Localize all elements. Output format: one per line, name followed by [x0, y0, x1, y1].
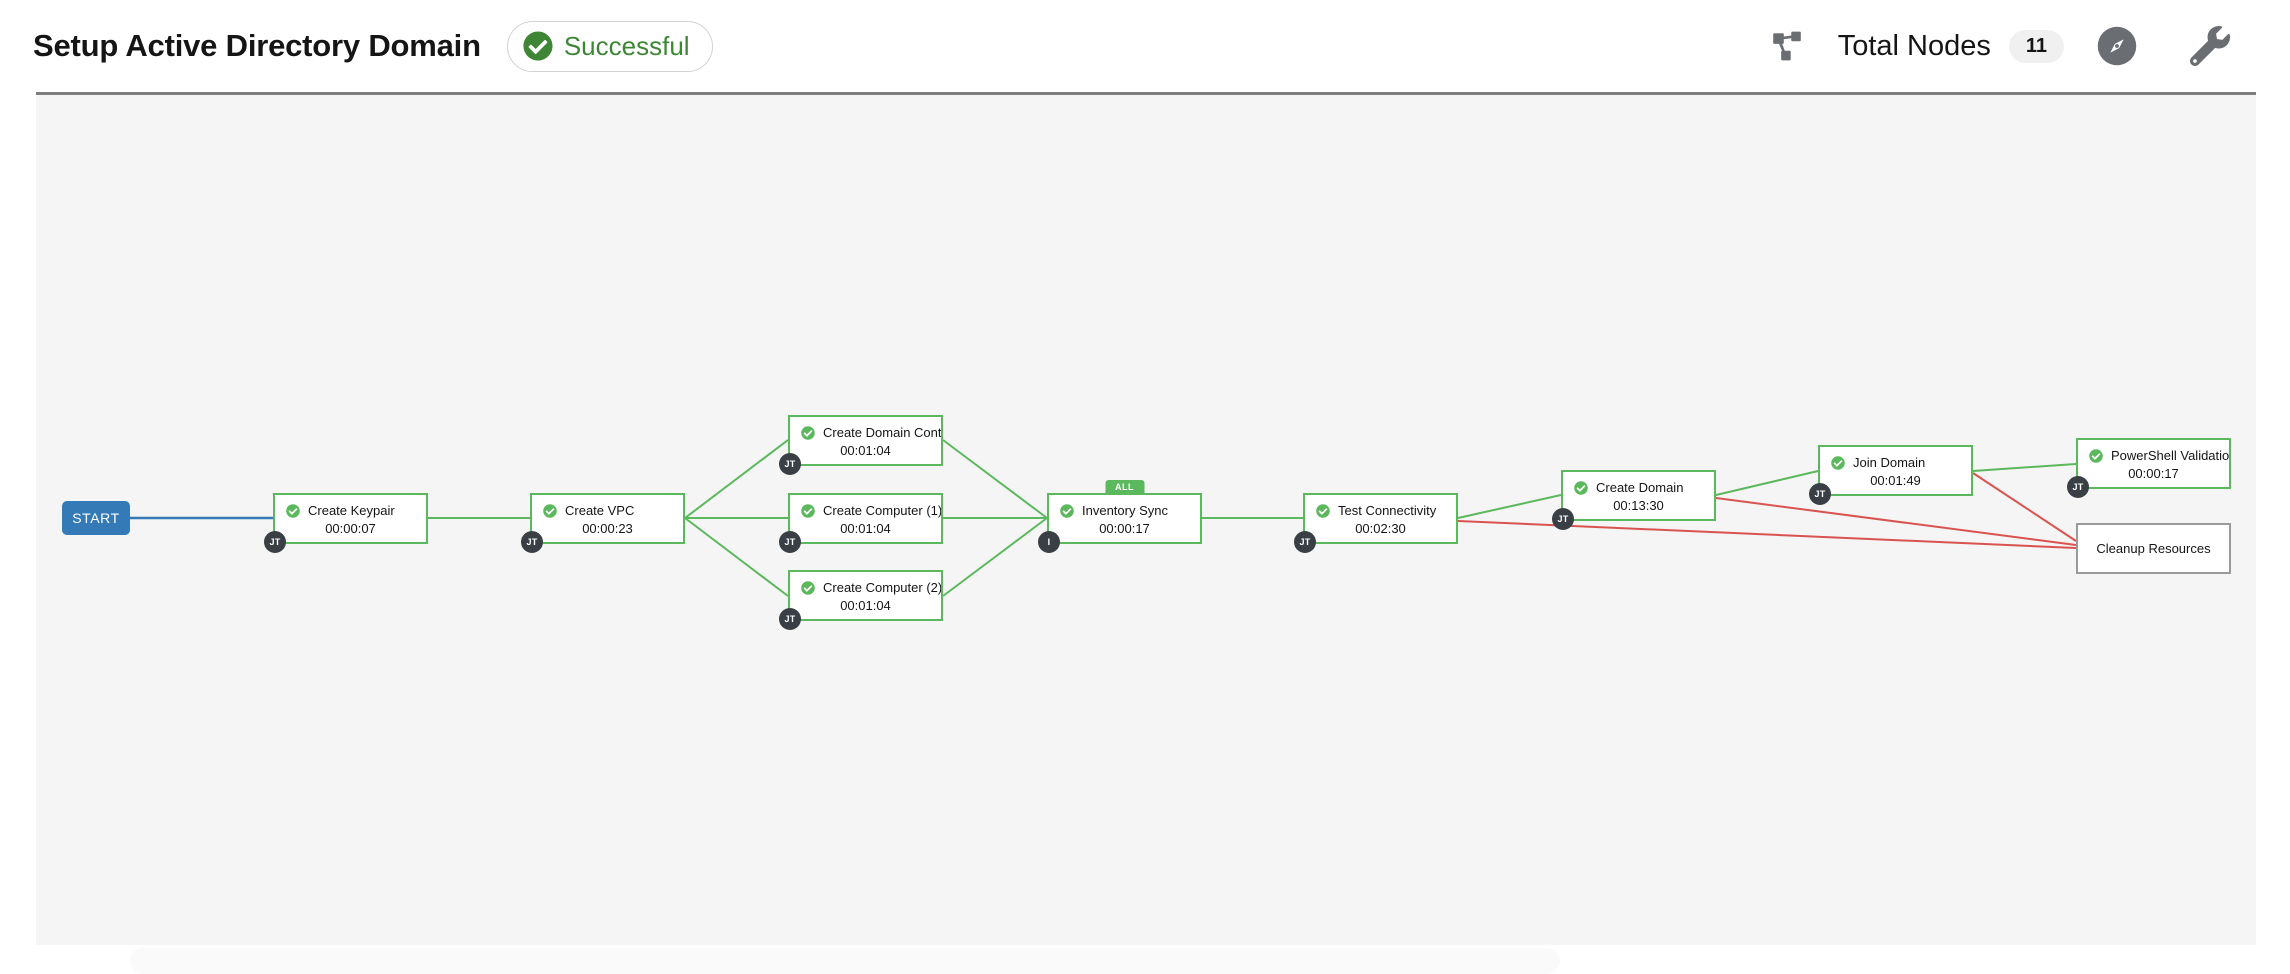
compass-legend-button[interactable]: [2096, 25, 2138, 67]
success-check-icon: [1574, 480, 1588, 495]
success-check-icon: [1831, 455, 1845, 470]
node-title: Create Domain Contr...: [823, 425, 941, 440]
node-type-badge: JT: [2067, 476, 2089, 498]
success-check-icon: [1060, 503, 1074, 518]
header-right: Total Nodes 11: [1770, 25, 2230, 67]
node-elapsed: 00:00:17: [2128, 466, 2179, 481]
success-check-icon: [801, 425, 815, 440]
convergence-all-badge: ALL: [1105, 480, 1144, 493]
header: Setup Active Directory Domain Successful…: [0, 0, 2290, 92]
workflow-node-create-domain[interactable]: Create Domain 00:13:30 JT: [1552, 470, 1716, 530]
workflow-node-test-connectivity[interactable]: Test Connectivity 00:02:30 JT: [1294, 493, 1458, 553]
sitemap-icon: [1770, 29, 1804, 63]
workflow-node-powershell-validation[interactable]: PowerShell Validation 00:00:17 JT: [2067, 438, 2231, 498]
node-title: Join Domain: [1853, 455, 1926, 470]
success-check-icon: [543, 503, 557, 518]
node-type-badge: JT: [1552, 508, 1574, 530]
edge-domaincontroller-inventorysync: [942, 439, 1048, 519]
workflow-node-create-keypair[interactable]: Create Keypair 00:00:07 JT: [264, 493, 428, 553]
node-elapsed: 00:02:30: [1355, 521, 1406, 536]
node-title: Create Computer (1): [823, 503, 941, 518]
success-check-icon: [801, 580, 815, 595]
node-elapsed: 00:01:49: [1870, 473, 1921, 488]
node-title: Create Keypair: [308, 503, 395, 518]
status-badge: Successful: [506, 20, 713, 72]
edge-vpc-computer2: [684, 517, 789, 597]
node-type-badge: JT: [1809, 483, 1831, 505]
workflow-node-join-domain[interactable]: Join Domain 00:01:49 JT: [1809, 445, 1973, 505]
node-title: PowerShell Validation: [2111, 448, 2229, 463]
workflow-node-create-domain-controller[interactable]: Create Domain Contr... 00:01:04 JT: [779, 415, 943, 475]
node-elapsed: 00:00:07: [325, 521, 376, 536]
edge-createdomain-joindomain: [1715, 470, 1819, 496]
edge-vpc-domaincontroller: [684, 439, 789, 519]
start-node[interactable]: START: [62, 501, 130, 535]
node-type-badge: JT: [521, 531, 543, 553]
check-circle-icon: [523, 31, 553, 61]
node-elapsed: 00:01:04: [840, 443, 891, 458]
node-type-badge: JT: [1294, 531, 1316, 553]
workflow-node-cleanup-resources[interactable]: Cleanup Resources: [2076, 523, 2231, 574]
node-elapsed: 00:00:23: [582, 521, 633, 536]
success-check-icon: [801, 503, 815, 518]
success-check-icon: [286, 503, 300, 518]
page-title: Setup Active Directory Domain: [33, 28, 481, 63]
edge-testconnectivity-cleanup: [1457, 520, 2077, 549]
node-title: Create VPC: [565, 503, 635, 518]
edge-joindomain-cleanup: [1972, 472, 2077, 542]
success-check-icon: [2089, 448, 2103, 463]
node-title: Create Computer (2): [823, 580, 941, 595]
edge-computer2-inventorysync: [942, 517, 1048, 597]
node-type-badge: JT: [264, 531, 286, 553]
node-title: Inventory Sync: [1082, 503, 1168, 518]
node-type-badge: JT: [779, 453, 801, 475]
total-nodes-label: Total Nodes: [1837, 29, 1991, 62]
workflow-canvas: START Create Keypair 00:00:07 JT Create …: [36, 92, 2256, 945]
node-title: Cleanup Resources: [2096, 541, 2211, 556]
node-type-badge: I: [1038, 531, 1060, 553]
workflow-node-inventory-sync[interactable]: ALL Inventory Sync 00:00:17 I: [1038, 480, 1202, 553]
status-badge-label: Successful: [563, 30, 690, 61]
node-elapsed: 00:13:30: [1613, 498, 1664, 513]
success-check-icon: [1316, 503, 1330, 518]
workflow-node-create-vpc[interactable]: Create VPC 00:00:23 JT: [521, 493, 685, 553]
node-elapsed: 00:00:17: [1099, 521, 1150, 536]
node-type-badge: JT: [779, 531, 801, 553]
edge-createdomain-cleanup: [1715, 497, 2077, 546]
tools-button[interactable]: [2190, 26, 2230, 66]
node-title: Create Domain: [1596, 480, 1684, 495]
total-nodes-count: 11: [2008, 29, 2064, 63]
edge-joindomain-powershell: [1972, 463, 2077, 472]
horizontal-scrollbar[interactable]: [130, 948, 1560, 974]
node-elapsed: 00:01:04: [840, 521, 891, 536]
compass-icon: [2096, 25, 2138, 67]
workflow-node-create-computer-2[interactable]: Create Computer (2) 00:01:04 JT: [779, 570, 943, 630]
wrench-icon: [2190, 26, 2230, 66]
workflow-node-create-computer-1[interactable]: Create Computer (1) 00:01:04 JT: [779, 493, 943, 553]
edge-testconnectivity-createdomain: [1457, 494, 1562, 519]
node-type-badge: JT: [779, 608, 801, 630]
node-elapsed: 00:01:04: [840, 598, 891, 613]
node-title: Test Connectivity: [1338, 503, 1437, 518]
